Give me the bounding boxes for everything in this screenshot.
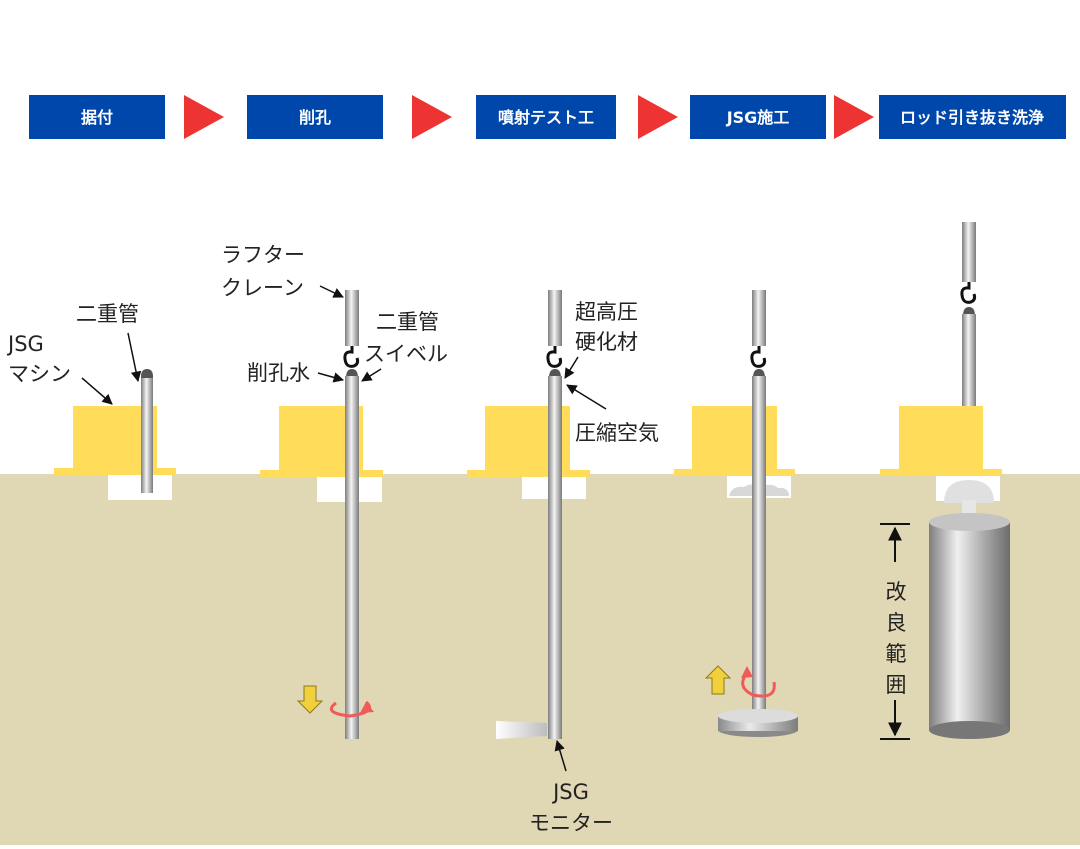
label-improvement-range-4: 囲 bbox=[886, 673, 907, 697]
hook-icon bbox=[960, 282, 977, 304]
stage-jsg-construction bbox=[674, 290, 798, 737]
casing-pit bbox=[108, 475, 172, 500]
mushroom-cap bbox=[944, 480, 994, 503]
label-swivel-2: スイベル bbox=[364, 342, 448, 366]
label-jsg-monitor-2: モニター bbox=[529, 811, 613, 835]
stage-drilling: ラフター クレーン 二重管 スイベル 削孔水 bbox=[221, 243, 448, 739]
machine-base bbox=[467, 470, 590, 477]
improved-column-top bbox=[929, 513, 1010, 531]
label-jsg-machine-1: JSG bbox=[6, 332, 44, 356]
crane-wire bbox=[752, 290, 766, 346]
pipe-cap bbox=[141, 369, 153, 378]
leader-compressed-air bbox=[566, 384, 607, 410]
step-label-3: 噴射テスト工 bbox=[498, 108, 594, 127]
step-box-2 bbox=[247, 95, 383, 139]
label-crane-1: ラフター bbox=[221, 243, 305, 267]
step-label-4: JSG施工 bbox=[726, 108, 790, 127]
machine-base bbox=[260, 470, 383, 477]
leader-hardener bbox=[564, 356, 579, 379]
swivel bbox=[963, 307, 975, 316]
leader-drilling-water bbox=[317, 372, 345, 383]
step-header: 据付 削孔 噴射テスト工 JSG施工 ロッド引き抜き洗浄 bbox=[29, 95, 1066, 139]
step-box-3 bbox=[476, 95, 616, 139]
label-swivel-1: 二重管 bbox=[376, 310, 439, 334]
rod bbox=[345, 376, 359, 739]
label-hardener-2: 硬化材 bbox=[575, 330, 638, 354]
leader-double-pipe-1 bbox=[127, 332, 142, 383]
step-box-5 bbox=[879, 95, 1066, 139]
label-jsg-machine-2: マシン bbox=[8, 362, 71, 386]
leader-swivel bbox=[361, 368, 382, 382]
hook-icon bbox=[750, 346, 767, 368]
double-pipe bbox=[141, 369, 153, 493]
label-crane-2: クレーン bbox=[221, 276, 304, 300]
rod bbox=[962, 314, 976, 408]
crane-wire bbox=[345, 290, 359, 346]
up-arrow-icon bbox=[704, 665, 732, 695]
rotation-arrow-head bbox=[741, 666, 753, 678]
step-label-2: 削孔 bbox=[299, 108, 331, 127]
step-arrow-1 bbox=[184, 95, 224, 139]
step-box-4 bbox=[690, 95, 826, 139]
swivel bbox=[549, 369, 561, 378]
hook-icon bbox=[343, 346, 360, 368]
down-arrow-icon bbox=[296, 685, 324, 714]
rotation-arrow-icon bbox=[741, 672, 776, 698]
stage-setup: JSG マシン 二重管 bbox=[6, 302, 176, 500]
label-improvement-range-2: 良 bbox=[886, 611, 907, 635]
step-arrow-3 bbox=[638, 95, 678, 139]
label-drilling-water: 削孔水 bbox=[247, 361, 310, 385]
step-arrow-2 bbox=[412, 95, 452, 139]
machine-base bbox=[54, 468, 176, 475]
improved-column-bottom bbox=[929, 721, 1010, 739]
swivel bbox=[753, 369, 765, 378]
jet-spray bbox=[496, 721, 547, 739]
label-compressed-air: 圧縮空気 bbox=[575, 421, 659, 445]
label-improvement-range-1: 改 bbox=[886, 580, 907, 604]
label-double-pipe-1: 二重管 bbox=[76, 302, 139, 326]
leader-crane bbox=[319, 285, 344, 298]
crane-wire bbox=[962, 222, 976, 282]
label-improvement-range-3: 範 bbox=[886, 642, 907, 666]
leader-jsg-machine bbox=[81, 377, 113, 405]
leader-jsg-monitor bbox=[554, 739, 567, 772]
step-arrow-4 bbox=[834, 95, 874, 139]
label-jsg-monitor-1: JSG bbox=[551, 780, 589, 804]
improved-disk-top bbox=[718, 709, 798, 723]
rotation-arrow-head bbox=[360, 702, 374, 713]
rod bbox=[752, 376, 766, 716]
stage-rod-withdrawal: 改 良 範 囲 bbox=[880, 222, 1010, 740]
hook-icon bbox=[546, 346, 563, 368]
crane-wire bbox=[548, 290, 562, 346]
step-label-5: ロッド引き抜き洗浄 bbox=[900, 108, 1044, 127]
stage-injection-test: 超高圧 硬化材 圧縮空気 JSG モニター bbox=[467, 290, 659, 835]
step-box-1 bbox=[29, 95, 165, 139]
rod bbox=[548, 376, 562, 739]
ground bbox=[0, 474, 1080, 845]
step-label-1: 据付 bbox=[81, 108, 113, 127]
machine-base bbox=[880, 469, 1002, 476]
improved-column bbox=[929, 522, 1010, 730]
label-hardener-1: 超高圧 bbox=[575, 300, 638, 324]
jsg-machine bbox=[899, 406, 983, 470]
machine-base bbox=[674, 469, 795, 476]
swivel bbox=[346, 369, 358, 378]
